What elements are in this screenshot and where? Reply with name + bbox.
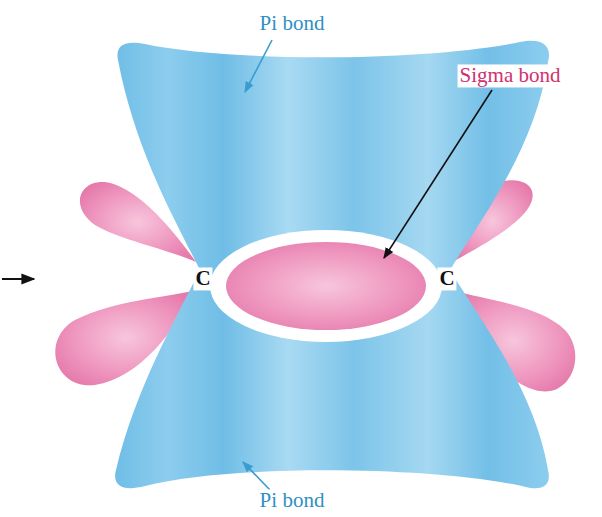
pi-bond-label: Pi bond: [258, 12, 327, 35]
leader-line: [384, 90, 492, 258]
leader-line: [245, 40, 272, 92]
sigma-gap: [210, 230, 442, 342]
pi-cloud: [115, 41, 549, 489]
pi-bond-label: Pi bond: [258, 489, 327, 512]
leader-line: [243, 462, 270, 490]
sigma-lobe: [226, 242, 426, 330]
atom-label: C: [437, 267, 456, 290]
sigma-bond-label: Sigma bond: [458, 64, 563, 87]
pointer-arrow: [2, 278, 34, 280]
atom-label: C: [193, 267, 212, 290]
